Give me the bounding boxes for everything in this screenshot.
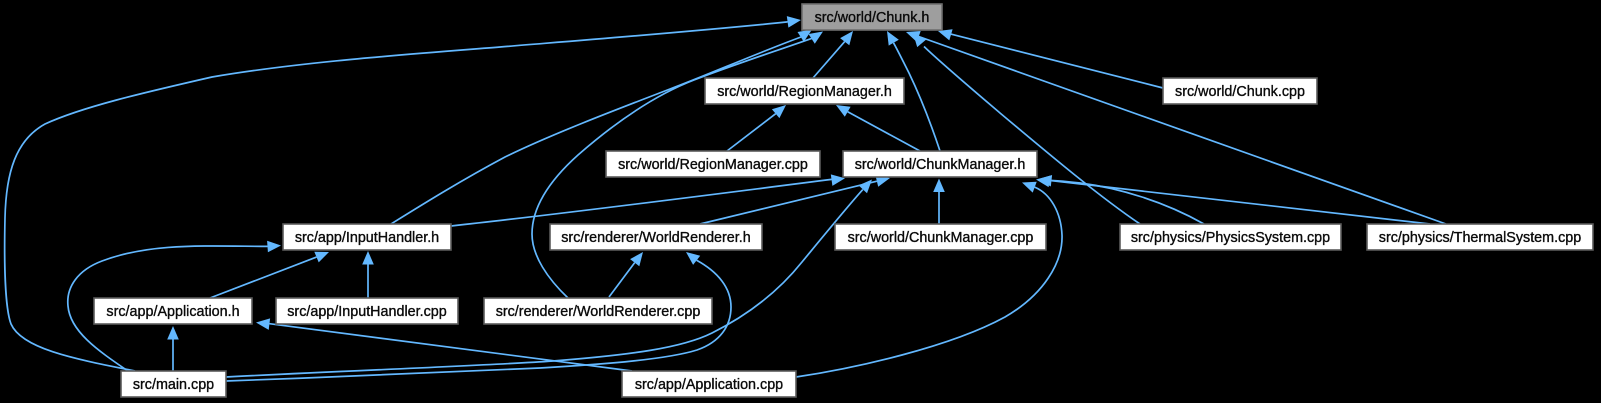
svg-text:src/world/RegionManager.cpp: src/world/RegionManager.cpp — [618, 157, 808, 173]
svg-text:src/app/InputHandler.cpp: src/app/InputHandler.cpp — [287, 304, 446, 320]
svg-text:src/physics/PhysicsSystem.cpp: src/physics/PhysicsSystem.cpp — [1131, 230, 1330, 246]
svg-text:src/app/Application.cpp: src/app/Application.cpp — [635, 377, 783, 393]
svg-text:src/world/RegionManager.h: src/world/RegionManager.h — [717, 84, 892, 100]
svg-text:src/renderer/WorldRenderer.cpp: src/renderer/WorldRenderer.cpp — [496, 304, 701, 320]
svg-text:src/app/Application.h: src/app/Application.h — [106, 304, 239, 320]
svg-text:src/main.cpp: src/main.cpp — [133, 377, 214, 393]
svg-text:src/world/Chunk.h: src/world/Chunk.h — [815, 10, 930, 26]
svg-text:src/physics/ThermalSystem.cpp: src/physics/ThermalSystem.cpp — [1379, 230, 1581, 246]
svg-text:src/app/InputHandler.h: src/app/InputHandler.h — [295, 230, 439, 246]
svg-text:src/renderer/WorldRenderer.h: src/renderer/WorldRenderer.h — [561, 230, 750, 246]
svg-text:src/world/Chunk.cpp: src/world/Chunk.cpp — [1175, 84, 1305, 100]
svg-text:src/world/ChunkManager.cpp: src/world/ChunkManager.cpp — [848, 230, 1034, 246]
svg-text:src/world/ChunkManager.h: src/world/ChunkManager.h — [855, 157, 1026, 173]
